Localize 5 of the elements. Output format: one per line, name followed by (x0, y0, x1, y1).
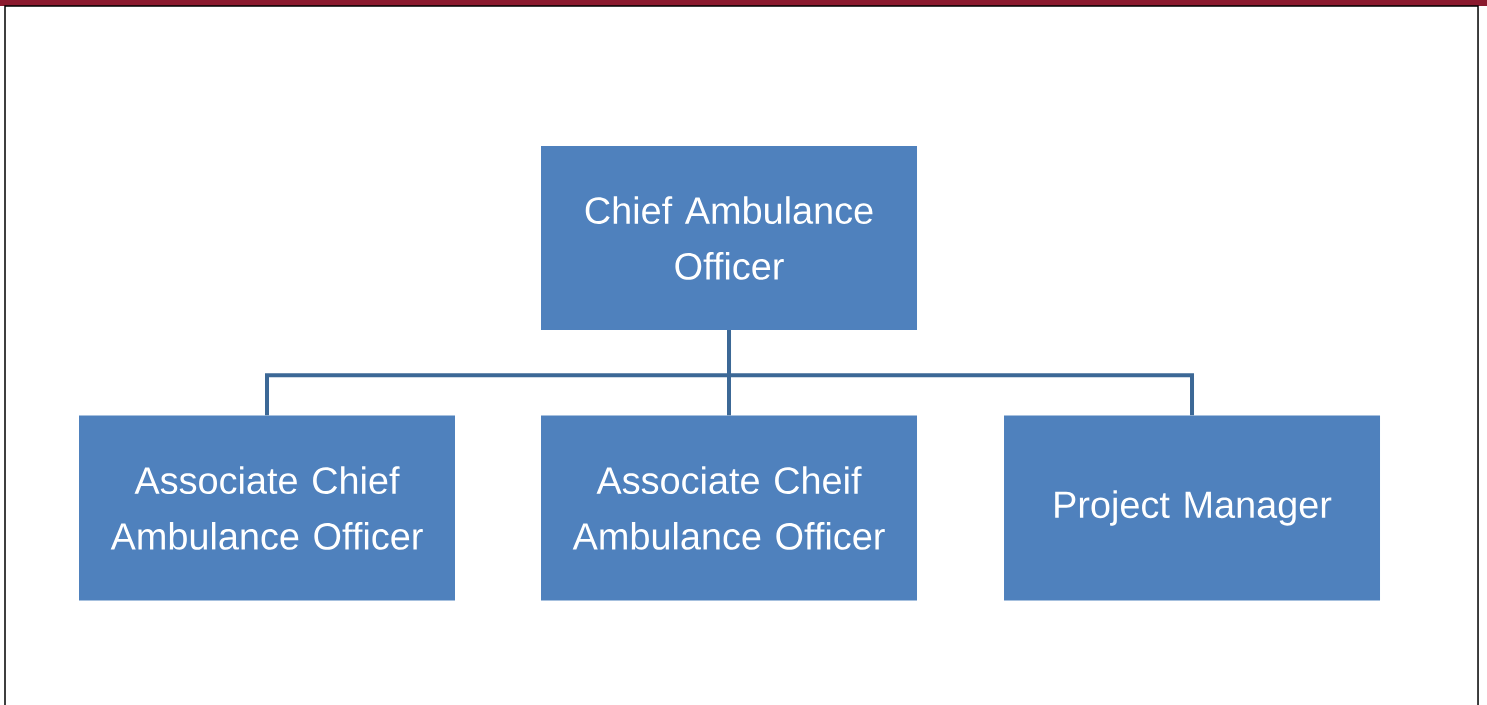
role-box: Associate Chief Ambulance Officer (79, 415, 455, 601)
role-box: Project Manager (1004, 415, 1380, 601)
role-box: Associate Cheif Ambulance Officer (541, 415, 917, 601)
role-box: Chief Ambulance Officer (541, 146, 917, 330)
connector-line (727, 330, 1194, 416)
